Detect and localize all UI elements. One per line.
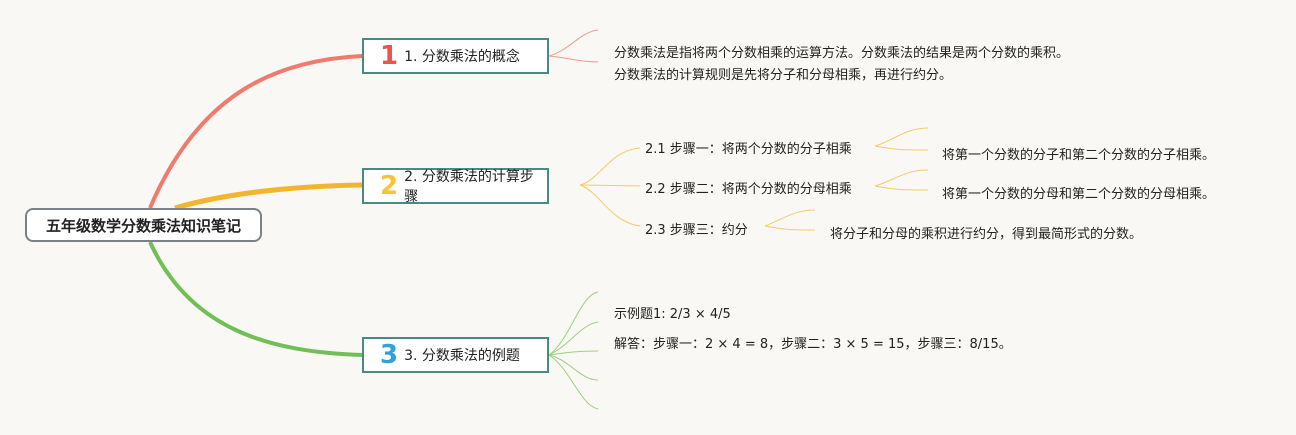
step-2-detail[interactable]: 将第一个分数的分母和第二个分数的分母相乘。 — [942, 187, 1216, 202]
connector-3-group — [548, 291, 599, 410]
root-topic-label: 五年级数学分数乘法知识笔记 — [45, 216, 241, 235]
topic-examples[interactable]: 3 3. 分数乘法的例题 — [362, 337, 549, 373]
connector-1a — [548, 29, 599, 57]
connector-2a — [579, 147, 641, 186]
topic-examples-label: 3. 分数乘法的例题 — [404, 348, 520, 364]
topic-concept[interactable]: 1 1. 分数乘法的概念 — [362, 38, 549, 74]
connector-2c-detail — [764, 209, 816, 231]
concept-note-1[interactable]: 分数乘法是指将两个分数相乘的运算方法。分数乘法的结果是两个分数的乘积。 — [614, 46, 1070, 61]
connector-2c — [579, 184, 641, 227]
topic-concept-label: 1. 分数乘法的概念 — [404, 49, 520, 65]
number-three-icon: 3 — [380, 340, 399, 370]
branch-line-3 — [148, 241, 363, 357]
example-answer[interactable]: 解答：步骤一：2 × 4 = 8，步骤二：3 × 5 = 15，步骤三：8/15… — [614, 337, 1012, 352]
connector-2b — [579, 184, 641, 187]
connector-1b — [548, 55, 599, 63]
topic-steps-label: 2. 分数乘法的计算步骤 — [404, 169, 534, 205]
step-1-label[interactable]: 2.1 步骤一：将两个分数的分子相乘 — [645, 142, 852, 157]
number-two-icon: 2 — [380, 171, 399, 201]
branch-line-2 — [174, 182, 363, 211]
branch-line-1 — [148, 54, 363, 209]
step-2-label[interactable]: 2.2 步骤二：将两个分数的分母相乘 — [645, 182, 852, 197]
connector-2b-detail — [874, 169, 929, 191]
connector-2a-detail — [874, 127, 929, 151]
root-topic[interactable]: 五年级数学分数乘法知识笔记 — [25, 208, 262, 242]
example-question[interactable]: 示例题1: 2/3 × 4/5 — [614, 307, 731, 322]
step-1-detail[interactable]: 将第一个分数的分子和第二个分数的分子相乘。 — [942, 148, 1216, 163]
step-3-detail[interactable]: 将分子和分母的乘积进行约分，得到最简形式的分数。 — [830, 227, 1143, 242]
number-one-icon: 1 — [380, 41, 399, 71]
topic-steps[interactable]: 2 2. 分数乘法的计算步骤 — [362, 168, 549, 205]
step-3-label[interactable]: 2.3 步骤三：约分 — [645, 223, 748, 238]
concept-note-2[interactable]: 分数乘法的计算规则是先将分子和分母相乘，再进行约分。 — [614, 68, 953, 83]
